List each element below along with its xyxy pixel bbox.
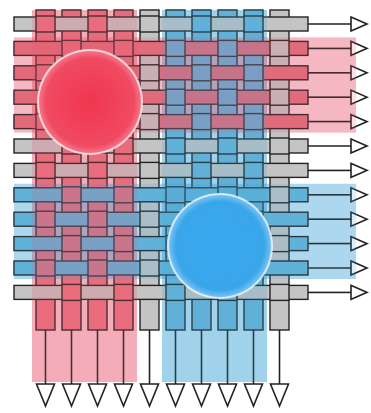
weave-crossing [165, 283, 186, 302]
column-arrow-head [165, 383, 186, 409]
weave-crossing [191, 161, 212, 180]
red-activation-blob [37, 49, 143, 155]
weave-crossing [61, 283, 82, 302]
weave-crossing [61, 234, 82, 253]
weave-crossing [243, 64, 264, 82]
weave-crossing [269, 88, 290, 106]
weave-crossing [191, 64, 212, 82]
weave-crossing [269, 283, 290, 302]
weave-crossing [217, 88, 238, 106]
row-arrow-head [350, 137, 369, 155]
row-arrow-head [350, 259, 369, 277]
row-arrow-head [350, 284, 369, 301]
row-arrow-head [350, 40, 369, 57]
weave-crossing [139, 15, 160, 33]
column-arrow-head [243, 383, 264, 409]
row-arrow-head [350, 162, 369, 179]
weave-crossing [113, 234, 134, 253]
weave-crossing [191, 15, 212, 33]
weave-crossing [87, 259, 108, 277]
row-arrow-head [350, 210, 369, 228]
weave-crossing [217, 39, 238, 58]
column-arrow-head [35, 383, 56, 409]
weave-crossing [139, 259, 160, 277]
weave-crossing [87, 161, 108, 180]
row-arrow-head [350, 113, 369, 130]
activation-blobs [37, 49, 273, 299]
weave-crossing [35, 210, 56, 228]
weave-crossing [113, 283, 134, 302]
weave-crossing [165, 88, 186, 106]
column-arrow-head [191, 383, 212, 409]
weave-crossing [243, 15, 264, 33]
weave-crossing [165, 137, 186, 155]
weave-crossing [217, 137, 238, 155]
row-arrow-head [350, 88, 369, 106]
weave-crossing [35, 15, 56, 33]
weave-crossing [113, 39, 134, 58]
weave-crossing [87, 210, 108, 228]
row-arrow-head [350, 64, 369, 82]
weave-crossing [139, 112, 160, 131]
column-arrow-head [139, 383, 160, 409]
row-arrow-head [350, 15, 369, 33]
row-arrow-head [350, 186, 369, 204]
weave-crossing [35, 161, 56, 180]
weave-crossing [87, 15, 108, 33]
output-arrows [35, 15, 369, 409]
column-arrow-head [87, 383, 108, 409]
blue-activation-blob [167, 193, 273, 299]
weave-crossing [35, 259, 56, 277]
weave-crossing [269, 137, 290, 155]
weave-crossing [243, 112, 264, 131]
row-arrow-head [350, 235, 369, 252]
weave-crossing [113, 186, 134, 204]
column-arrow-head [61, 383, 82, 409]
weave-crossing [165, 186, 186, 204]
column-arrow-head [113, 383, 134, 409]
weave-crossing [165, 39, 186, 58]
weave-crossing [269, 186, 290, 204]
weave-crossing [269, 39, 290, 58]
weave-crossing [139, 64, 160, 82]
column-arrow-head [269, 383, 290, 409]
weave-crossing [139, 161, 160, 180]
weave-crossing [139, 210, 160, 228]
column-arrow-head [217, 383, 238, 409]
weave-crossing [243, 161, 264, 180]
weave-crossing [61, 186, 82, 204]
weave-crossing [191, 112, 212, 131]
